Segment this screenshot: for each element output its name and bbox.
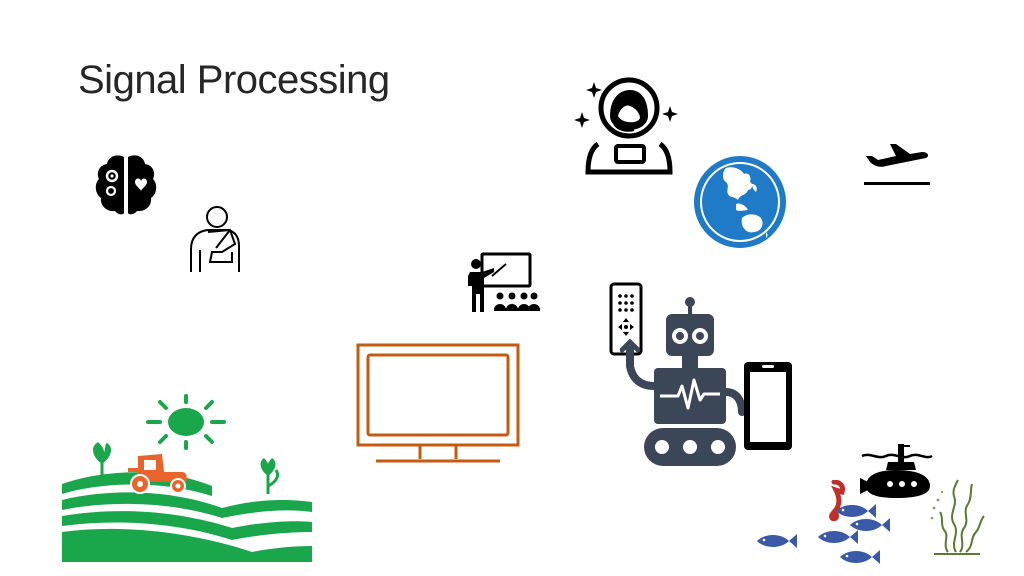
smartphone-icon — [744, 362, 792, 450]
brain-icon — [95, 155, 157, 215]
fish-icon — [818, 530, 858, 544]
fish-icon — [850, 518, 890, 532]
astronaut-icon — [574, 77, 678, 175]
seahorse-icon — [829, 480, 845, 522]
fish-icon — [757, 534, 797, 548]
injured-person-icon — [190, 206, 240, 272]
fish-icon — [840, 550, 880, 564]
submarine-icon — [860, 444, 933, 498]
tractor-icon — [128, 454, 187, 494]
sun-icon — [146, 394, 226, 450]
presenter-icon — [468, 252, 540, 312]
airplane-takeoff-icon — [864, 144, 930, 185]
fish-icon — [836, 504, 876, 518]
seaweed-icon — [930, 479, 985, 555]
globe-icon — [694, 156, 786, 248]
slide-title: Signal Processing — [78, 58, 390, 102]
robot-icon — [620, 297, 746, 466]
farm-landscape-icon — [62, 442, 312, 562]
monitor-icon — [356, 343, 520, 463]
